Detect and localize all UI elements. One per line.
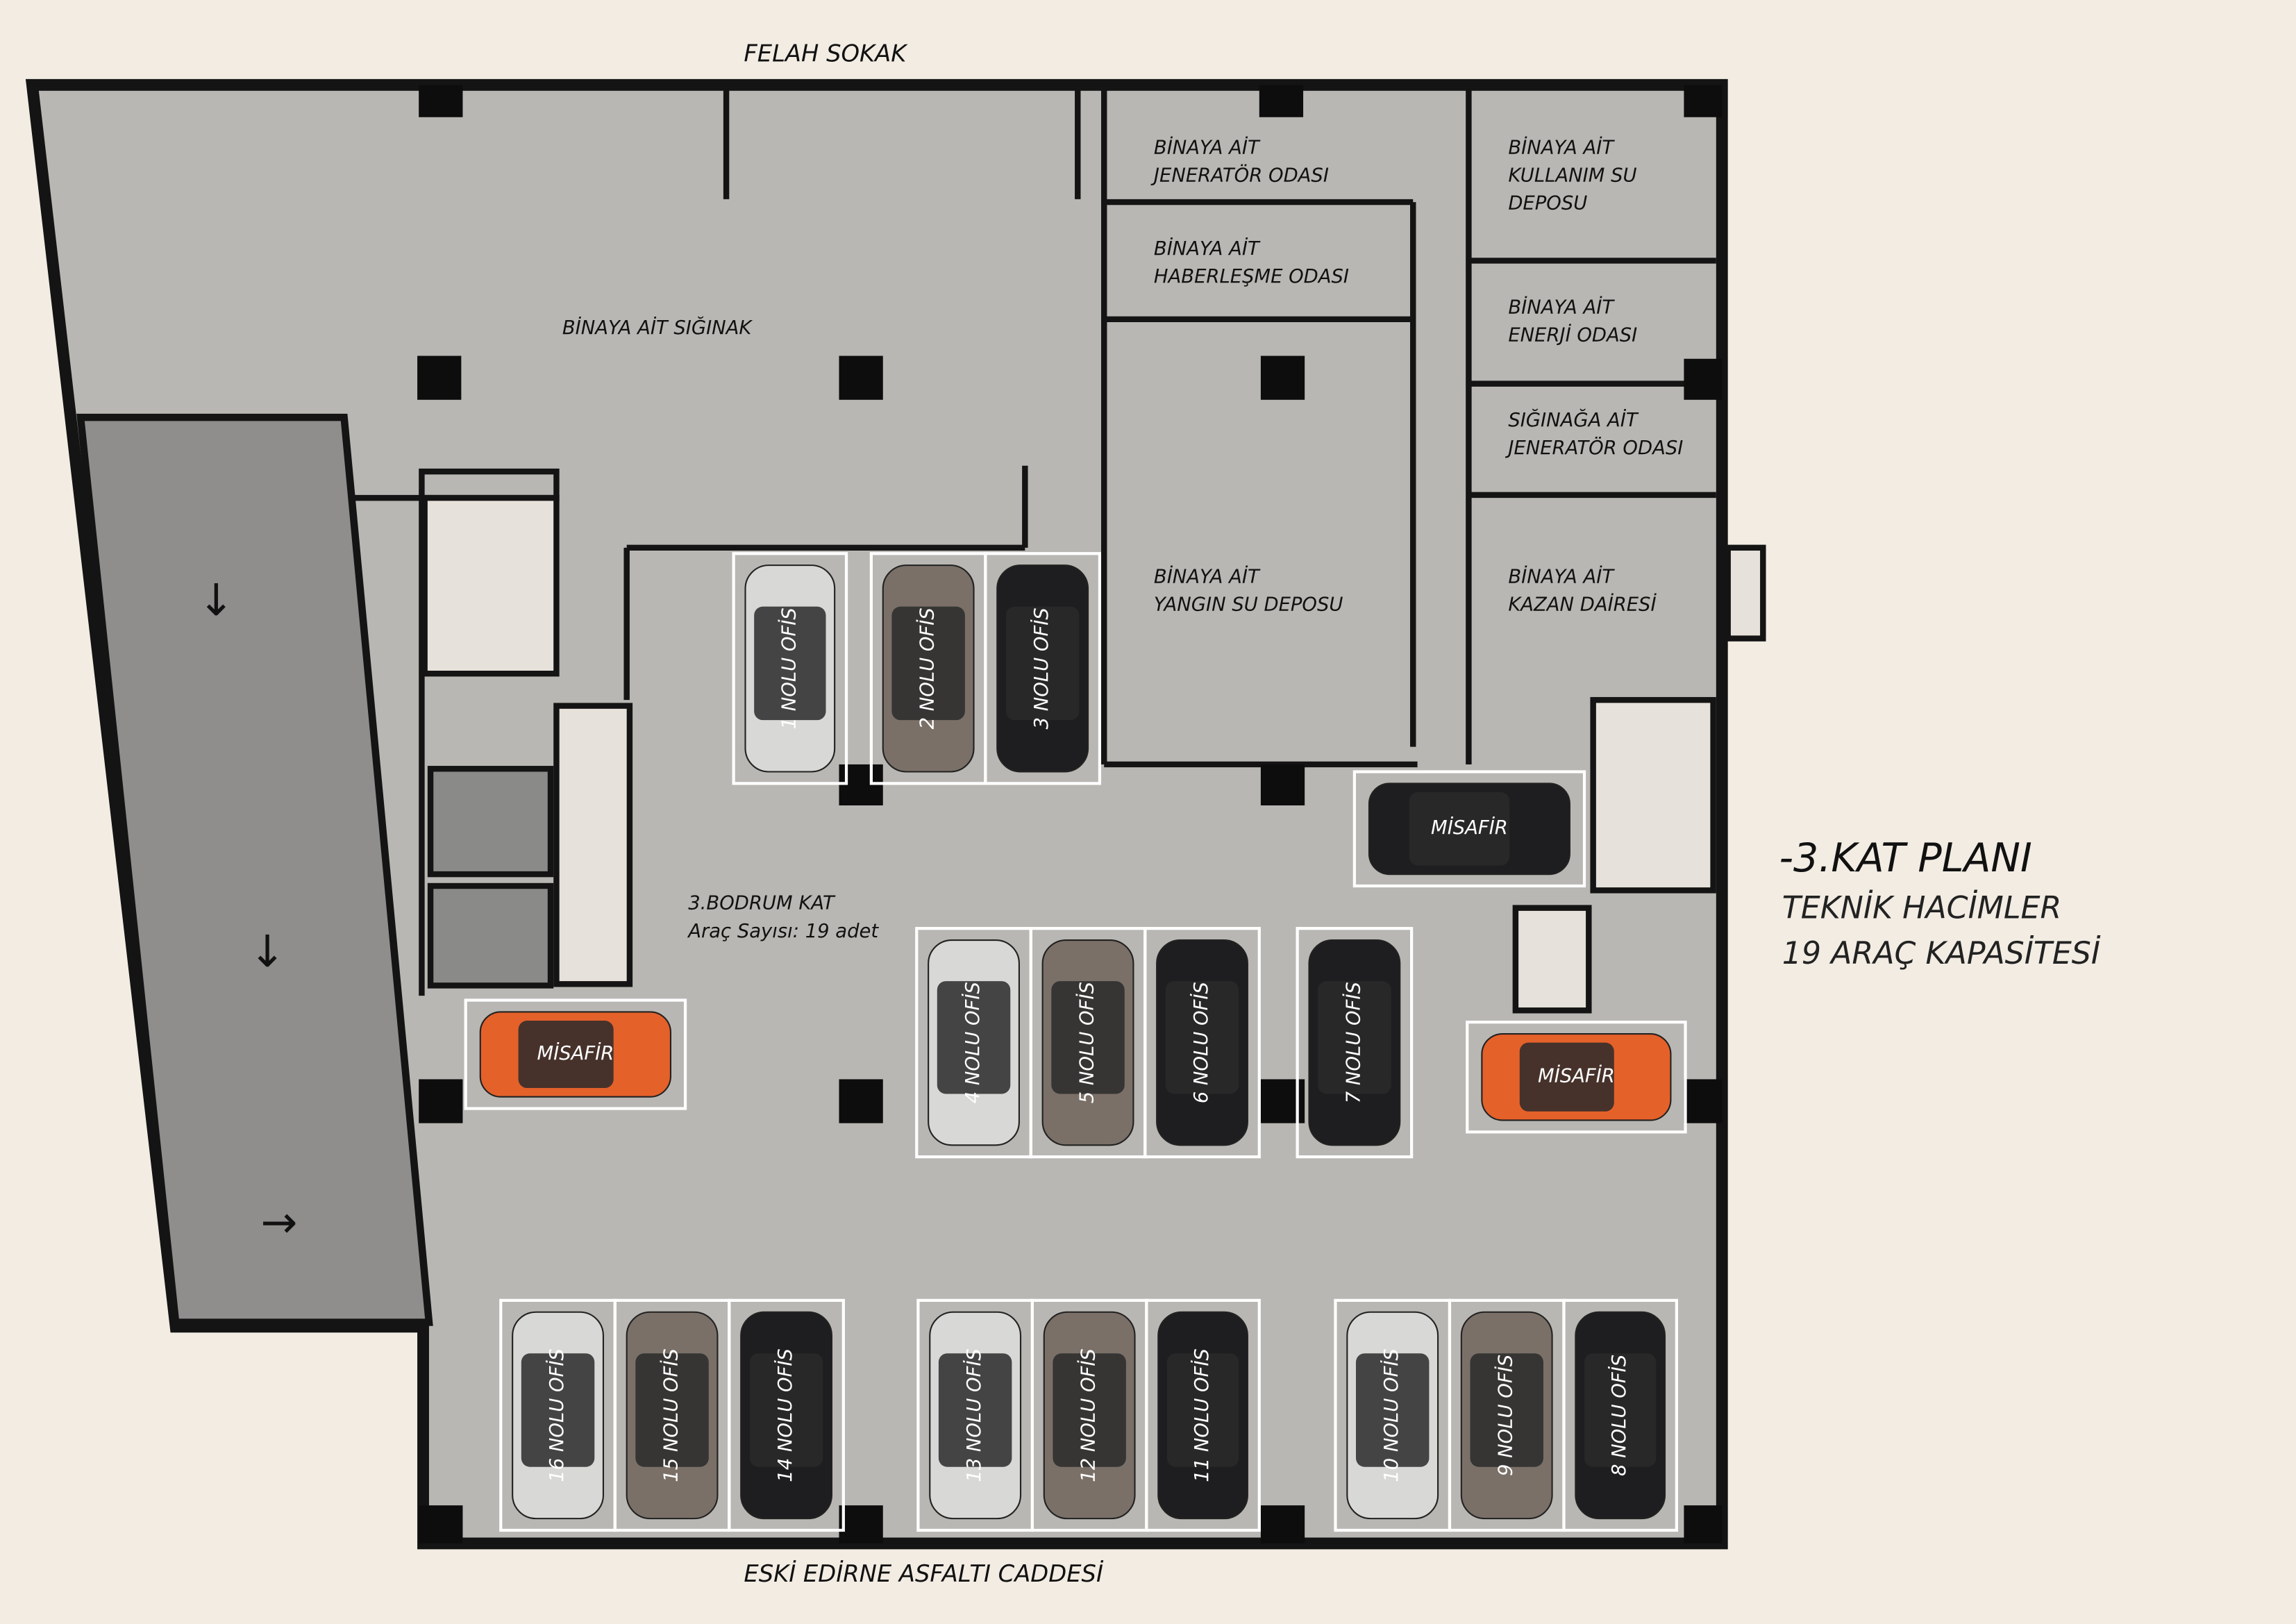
parking-space: MİSAFİR [464, 998, 687, 1110]
ramp-arrow-2: ↓ [249, 926, 286, 977]
car-icon [1157, 1311, 1248, 1520]
car-icon [479, 1011, 672, 1098]
parking-label: 8 NOLU OFİS [1608, 1355, 1630, 1476]
parking-label: 7 NOLU OFİS [1342, 982, 1364, 1103]
plan-capacity: 19 ARAÇ KAPASİTESİ [1782, 935, 2101, 971]
car-icon [1575, 1311, 1666, 1520]
parking-label: MİSAFİR [1538, 1065, 1615, 1087]
parking-label: 15 NOLU OFİS [660, 1348, 682, 1482]
parking-space: 11 NOLU OFİS [1145, 1298, 1261, 1532]
ramp [76, 413, 433, 1326]
parking-label: 3 NOLU OFİS [1030, 608, 1053, 729]
parking-space: 13 NOLU OFİS [916, 1298, 1034, 1532]
car-icon [1308, 939, 1401, 1146]
parking-slot [1352, 770, 1586, 888]
car-icon [928, 939, 1020, 1146]
parking-space: 15 NOLU OFİS [613, 1298, 731, 1532]
parking-label: MİSAFİR [1431, 817, 1508, 839]
ramp-arrow-3: → [260, 1196, 297, 1248]
parking-label: 16 NOLU OFİS [546, 1348, 568, 1482]
parking-slot [1562, 1298, 1678, 1532]
parking-spaces: 1 NOLU OFİS 2 NOLU OFİS 3 NOLU OFİS MİSAFİR… [464, 552, 1687, 1532]
parking-space: 4 NOLU OFİS [915, 927, 1032, 1159]
parking-space: 3 NOLU OFİS [984, 552, 1102, 785]
parking-space: 5 NOLU OFİS [1029, 927, 1147, 1159]
parking-label: 11 NOLU OFİS [1191, 1348, 1213, 1482]
car-icon [1156, 939, 1248, 1146]
parking-label: 1 NOLU OFİS [778, 608, 800, 729]
parking-space: 6 NOLU OFİS [1143, 927, 1261, 1159]
parking-space: 16 NOLU OFİS [499, 1298, 617, 1532]
plan-title: -3.KAT PLANI [1779, 835, 2032, 881]
car-icon [512, 1311, 604, 1520]
car-icon [1043, 1311, 1136, 1520]
parking-label: 14 NOLU OFİS [774, 1348, 796, 1482]
parking-space: MİSAFİR [1352, 770, 1586, 888]
car-icon [882, 564, 975, 773]
car-icon [744, 564, 836, 773]
car-icon [626, 1311, 719, 1520]
columns [417, 85, 1723, 1543]
parking-space: MİSAFİR [1466, 1021, 1687, 1134]
parking-space: 10 NOLU OFİS [1334, 1298, 1452, 1532]
plan-subtitle: TEKNİK HACİMLER [1782, 889, 2062, 926]
parking-slot [732, 552, 848, 785]
parking-label: 2 NOLU OFİS [916, 608, 939, 729]
car-icon [1460, 1311, 1553, 1520]
parking-slot [1296, 927, 1414, 1159]
parking-space: 7 NOLU OFİS [1296, 927, 1414, 1159]
parking-space: 14 NOLU OFİS [728, 1298, 845, 1532]
car-icon [1368, 782, 1570, 876]
car-icon [996, 564, 1089, 773]
parking-label: MİSAFİR [537, 1042, 614, 1064]
parking-label: 9 NOLU OFİS [1495, 1355, 1517, 1476]
car-icon [1481, 1032, 1672, 1121]
parking-slot [984, 552, 1102, 785]
car-icon [929, 1311, 1022, 1520]
walls [351, 87, 1766, 1014]
parking-slot [464, 998, 687, 1110]
parking-slot [1466, 1021, 1687, 1134]
street-top-label: FELAH SOKAK [744, 40, 908, 67]
parking-label: 4 NOLU OFİS [962, 982, 984, 1103]
car-icon [740, 1311, 832, 1520]
parking-label: 5 NOLU OFİS [1076, 982, 1098, 1103]
ramp-arrow-1: ↓ [198, 574, 235, 626]
parking-label: 6 NOLU OFİS [1190, 982, 1212, 1103]
car-icon [1041, 939, 1134, 1146]
street-bottom-label: ESKİ EDİRNE ASFALTI CADDESİ [744, 1560, 1104, 1587]
parking-slot [1145, 1298, 1261, 1532]
parking-slot [728, 1298, 845, 1532]
car-icon [1346, 1311, 1439, 1520]
parking-slot [1143, 927, 1261, 1159]
parking-space: 2 NOLU OFİS [869, 552, 987, 785]
parking-label: 13 NOLU OFİS [963, 1348, 985, 1482]
parking-space: 1 NOLU OFİS [732, 552, 848, 785]
parking-label: 12 NOLU OFİS [1078, 1348, 1100, 1482]
parking-space: 12 NOLU OFİS [1030, 1298, 1148, 1532]
parking-label: 10 NOLU OFİS [1380, 1348, 1402, 1482]
parking-space: 8 NOLU OFİS [1562, 1298, 1678, 1532]
parking-space: 9 NOLU OFİS [1448, 1298, 1566, 1532]
room-label: BİNAYA AİT SIĞINAK [562, 316, 753, 339]
